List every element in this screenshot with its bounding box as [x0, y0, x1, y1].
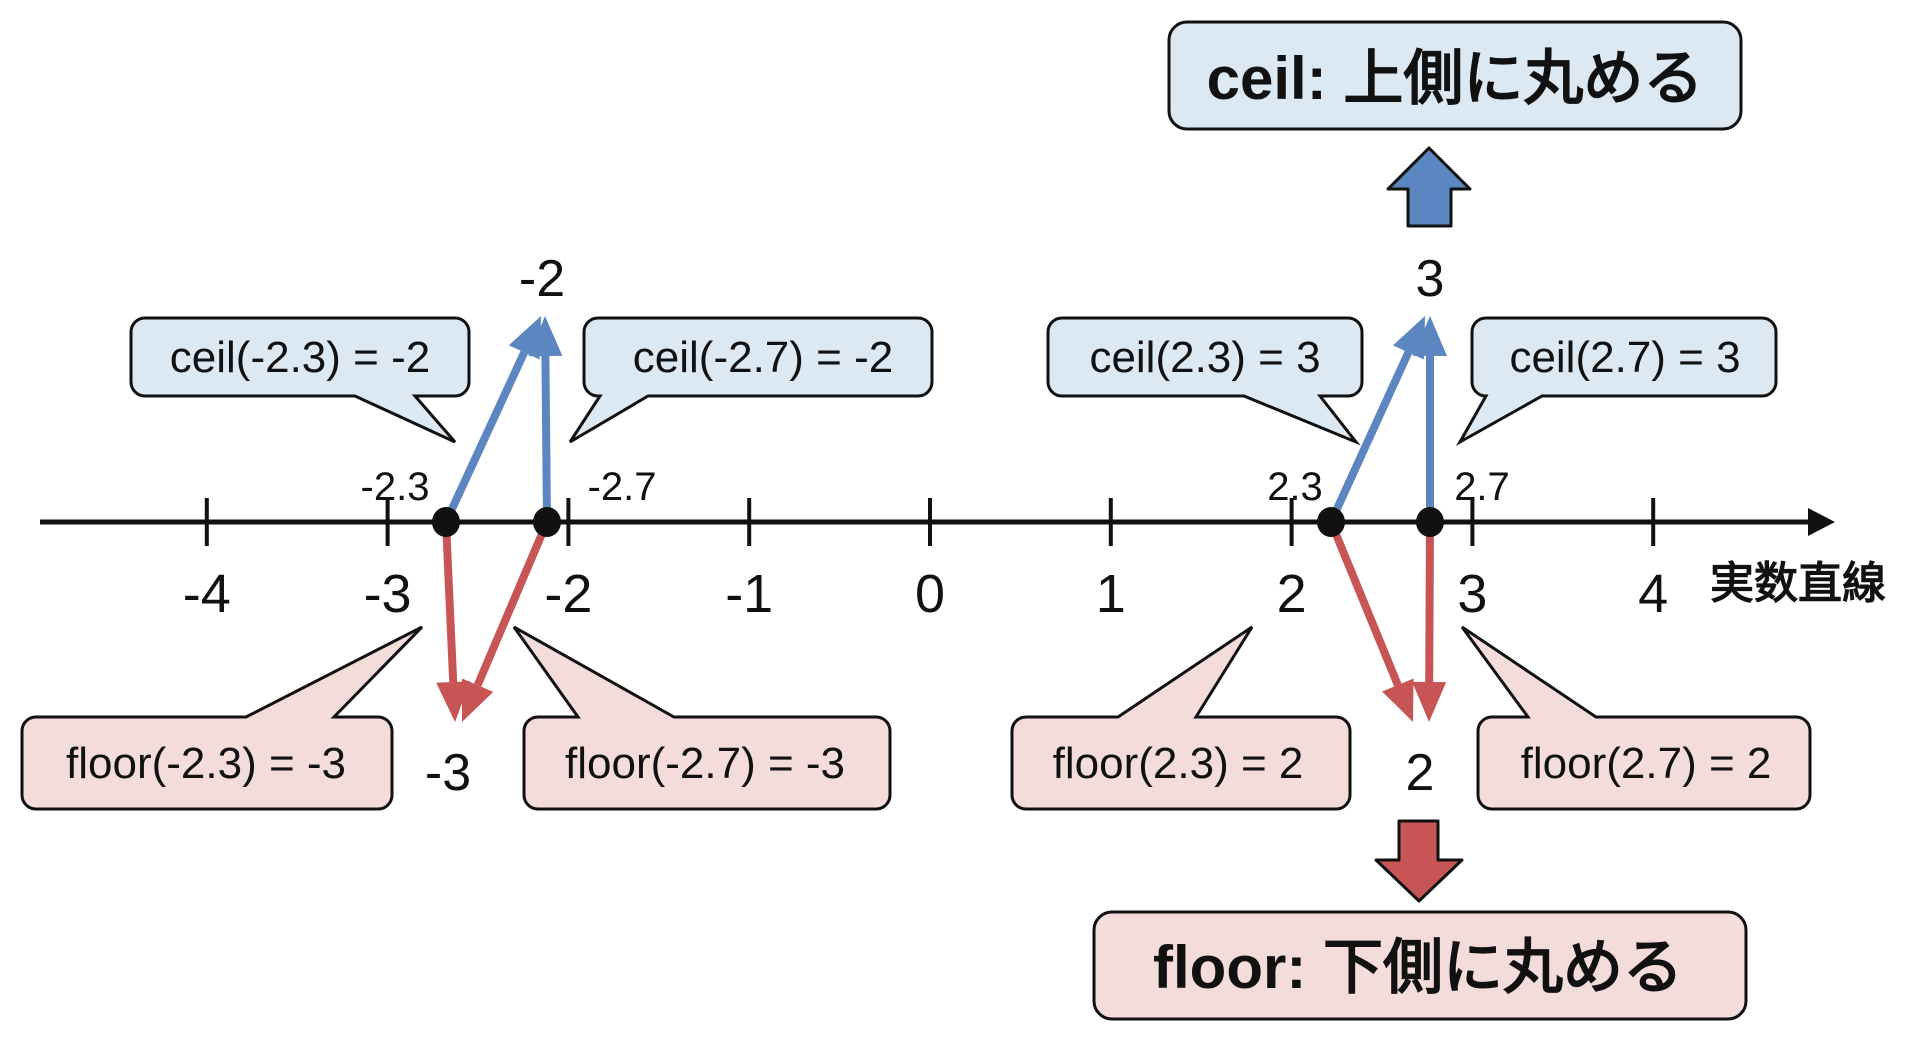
- up-arrow-icon: [1386, 146, 1472, 228]
- floor-bubble-neg-2-3: floor(-2.3) = -3: [20, 625, 424, 811]
- floor-bubble-text: floor(-2.3) = -3: [66, 739, 346, 788]
- ceil-bubble-text: ceil(-2.7) = -2: [633, 333, 893, 382]
- axis-tick-label: -2: [544, 564, 592, 624]
- floor-legend-box: [1092, 910, 1748, 1021]
- value-points: [432, 507, 1444, 537]
- ceil-bubble-2-7: ceil(2.7) = 3: [1456, 316, 1778, 446]
- point-label-neg-2-7: -2.7: [588, 465, 657, 509]
- floor-bubble-2-7: floor(2.7) = 2: [1460, 625, 1812, 811]
- axis-ticks: [204, 498, 1656, 546]
- result-label-pos-floor: 2: [1406, 744, 1435, 802]
- ceil-bubble-text: ceil(2.7) = 3: [1509, 333, 1740, 382]
- axis-tick-label: 1: [1096, 564, 1126, 624]
- point-label-2-7: 2.7: [1454, 465, 1510, 509]
- axis-label: 実数直線: [1710, 559, 1886, 608]
- point-label-neg-2-3: -2.3: [361, 465, 430, 509]
- result-label-neg-ceil: -2: [519, 250, 565, 308]
- ceil-legend-title: ceil: 上側に丸める: [1207, 45, 1704, 112]
- point-label-2-3: 2.3: [1267, 465, 1323, 509]
- axis-tick-label: 4: [1638, 564, 1668, 624]
- value-point: [1317, 507, 1345, 537]
- axis-tick-label: 3: [1457, 564, 1487, 624]
- floor-bubble-neg-2-7: floor(-2.7) = -3: [512, 625, 892, 811]
- value-point: [1416, 507, 1444, 537]
- down-arrow-icon: [1374, 819, 1464, 903]
- ceil-bubble-neg-2-7: ceil(-2.7) = -2: [568, 316, 934, 444]
- ceil-legend: ceil: 上側に丸める: [1167, 20, 1743, 228]
- axis-tick-labels: -4 -3 -2 -1 0 1 2 3 4: [183, 564, 1668, 624]
- floor-legend: floor: 下側に丸める: [1092, 819, 1748, 1021]
- floor-arrow: [1327, 520, 1414, 722]
- ceil-arrow: [1413, 316, 1447, 522]
- ceil-legend-box: [1167, 20, 1743, 131]
- floor-arrow: [462, 520, 551, 722]
- result-label-pos-ceil: 3: [1416, 250, 1445, 308]
- ceil-bubble-2-3: ceil(2.3) = 3: [1046, 316, 1364, 446]
- ceil-bubble-text: ceil(-2.3) = -2: [170, 333, 430, 382]
- value-point: [533, 507, 561, 537]
- axis-tick-label: -4: [183, 564, 231, 624]
- ceil-arrow: [528, 316, 563, 523]
- floor-bubble-text: floor(2.3) = 2: [1053, 739, 1304, 788]
- floor-bubble-2-3: floor(2.3) = 2: [1010, 625, 1352, 811]
- floor-legend-title: floor: 下側に丸める: [1153, 934, 1683, 1001]
- floor-arrow: [1412, 521, 1447, 722]
- rounding-arrows: [436, 316, 1447, 722]
- floor-bubble-text: floor(2.7) = 2: [1521, 739, 1772, 788]
- ceil-bubble-text: ceil(2.3) = 3: [1089, 333, 1320, 382]
- axis-tick-label: 0: [915, 564, 945, 624]
- floor-bubble-text: floor(-2.7) = -3: [565, 739, 845, 788]
- axis-tick-label: -3: [364, 564, 412, 624]
- floor-arrow: [436, 521, 471, 722]
- axis-arrowhead-icon: [1808, 508, 1835, 536]
- axis-tick-label: -1: [725, 564, 773, 624]
- value-point: [432, 507, 460, 537]
- result-label-neg-floor: -3: [425, 744, 471, 802]
- ceil-bubble-neg-2-3: ceil(-2.3) = -2: [129, 316, 471, 444]
- number-line: -4 -3 -2 -1 0 1 2 3 4 実数直線: [40, 498, 1886, 624]
- axis-tick-label: 2: [1277, 564, 1307, 624]
